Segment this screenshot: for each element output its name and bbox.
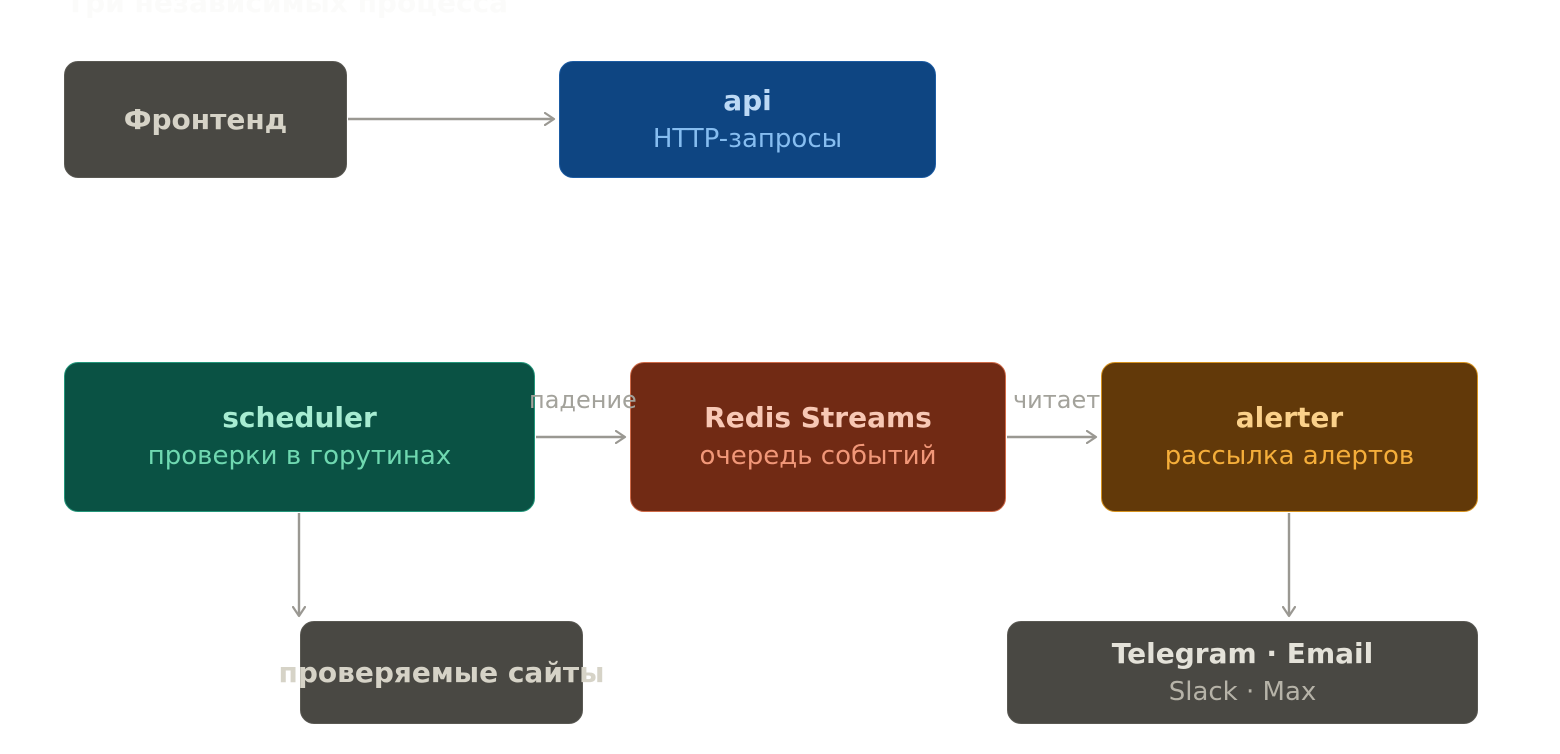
node-alerter: alerter рассылка алертов bbox=[1101, 362, 1478, 512]
node-api: api HTTP-запросы bbox=[559, 61, 936, 178]
node-sites-title: проверяемые сайты bbox=[278, 655, 605, 689]
node-channels-title: Telegram · Email bbox=[1111, 636, 1374, 670]
node-scheduler-subtitle: проверки в горутинах bbox=[147, 441, 452, 471]
node-redis-title: Redis Streams bbox=[704, 401, 932, 434]
diagram-title: Три независимых процесса bbox=[66, 0, 509, 19]
node-channels-subtitle: Slack · Max bbox=[1168, 676, 1317, 707]
edge-label-scheduler-to-redis: падение bbox=[529, 386, 637, 414]
node-checked-sites: проверяемые сайты bbox=[279, 621, 604, 724]
node-notification-channels: Telegram · Email Slack · Max bbox=[1007, 621, 1478, 724]
node-api-subtitle: HTTP-запросы bbox=[652, 123, 843, 154]
edge-label-redis-to-alerter: читает bbox=[1013, 386, 1101, 414]
node-frontend: Фронтенд bbox=[64, 61, 347, 178]
node-redis-subtitle: очередь событий bbox=[699, 441, 937, 471]
node-scheduler: scheduler проверки в горутинах bbox=[64, 362, 535, 512]
node-api-title: api bbox=[723, 83, 772, 117]
node-alerter-title: alerter bbox=[1235, 401, 1344, 434]
node-alerter-subtitle: рассылка алертов bbox=[1164, 441, 1415, 471]
node-scheduler-title: scheduler bbox=[222, 401, 377, 434]
node-frontend-title: Фронтенд bbox=[123, 102, 288, 136]
node-redis-streams: Redis Streams очередь событий bbox=[630, 362, 1006, 512]
